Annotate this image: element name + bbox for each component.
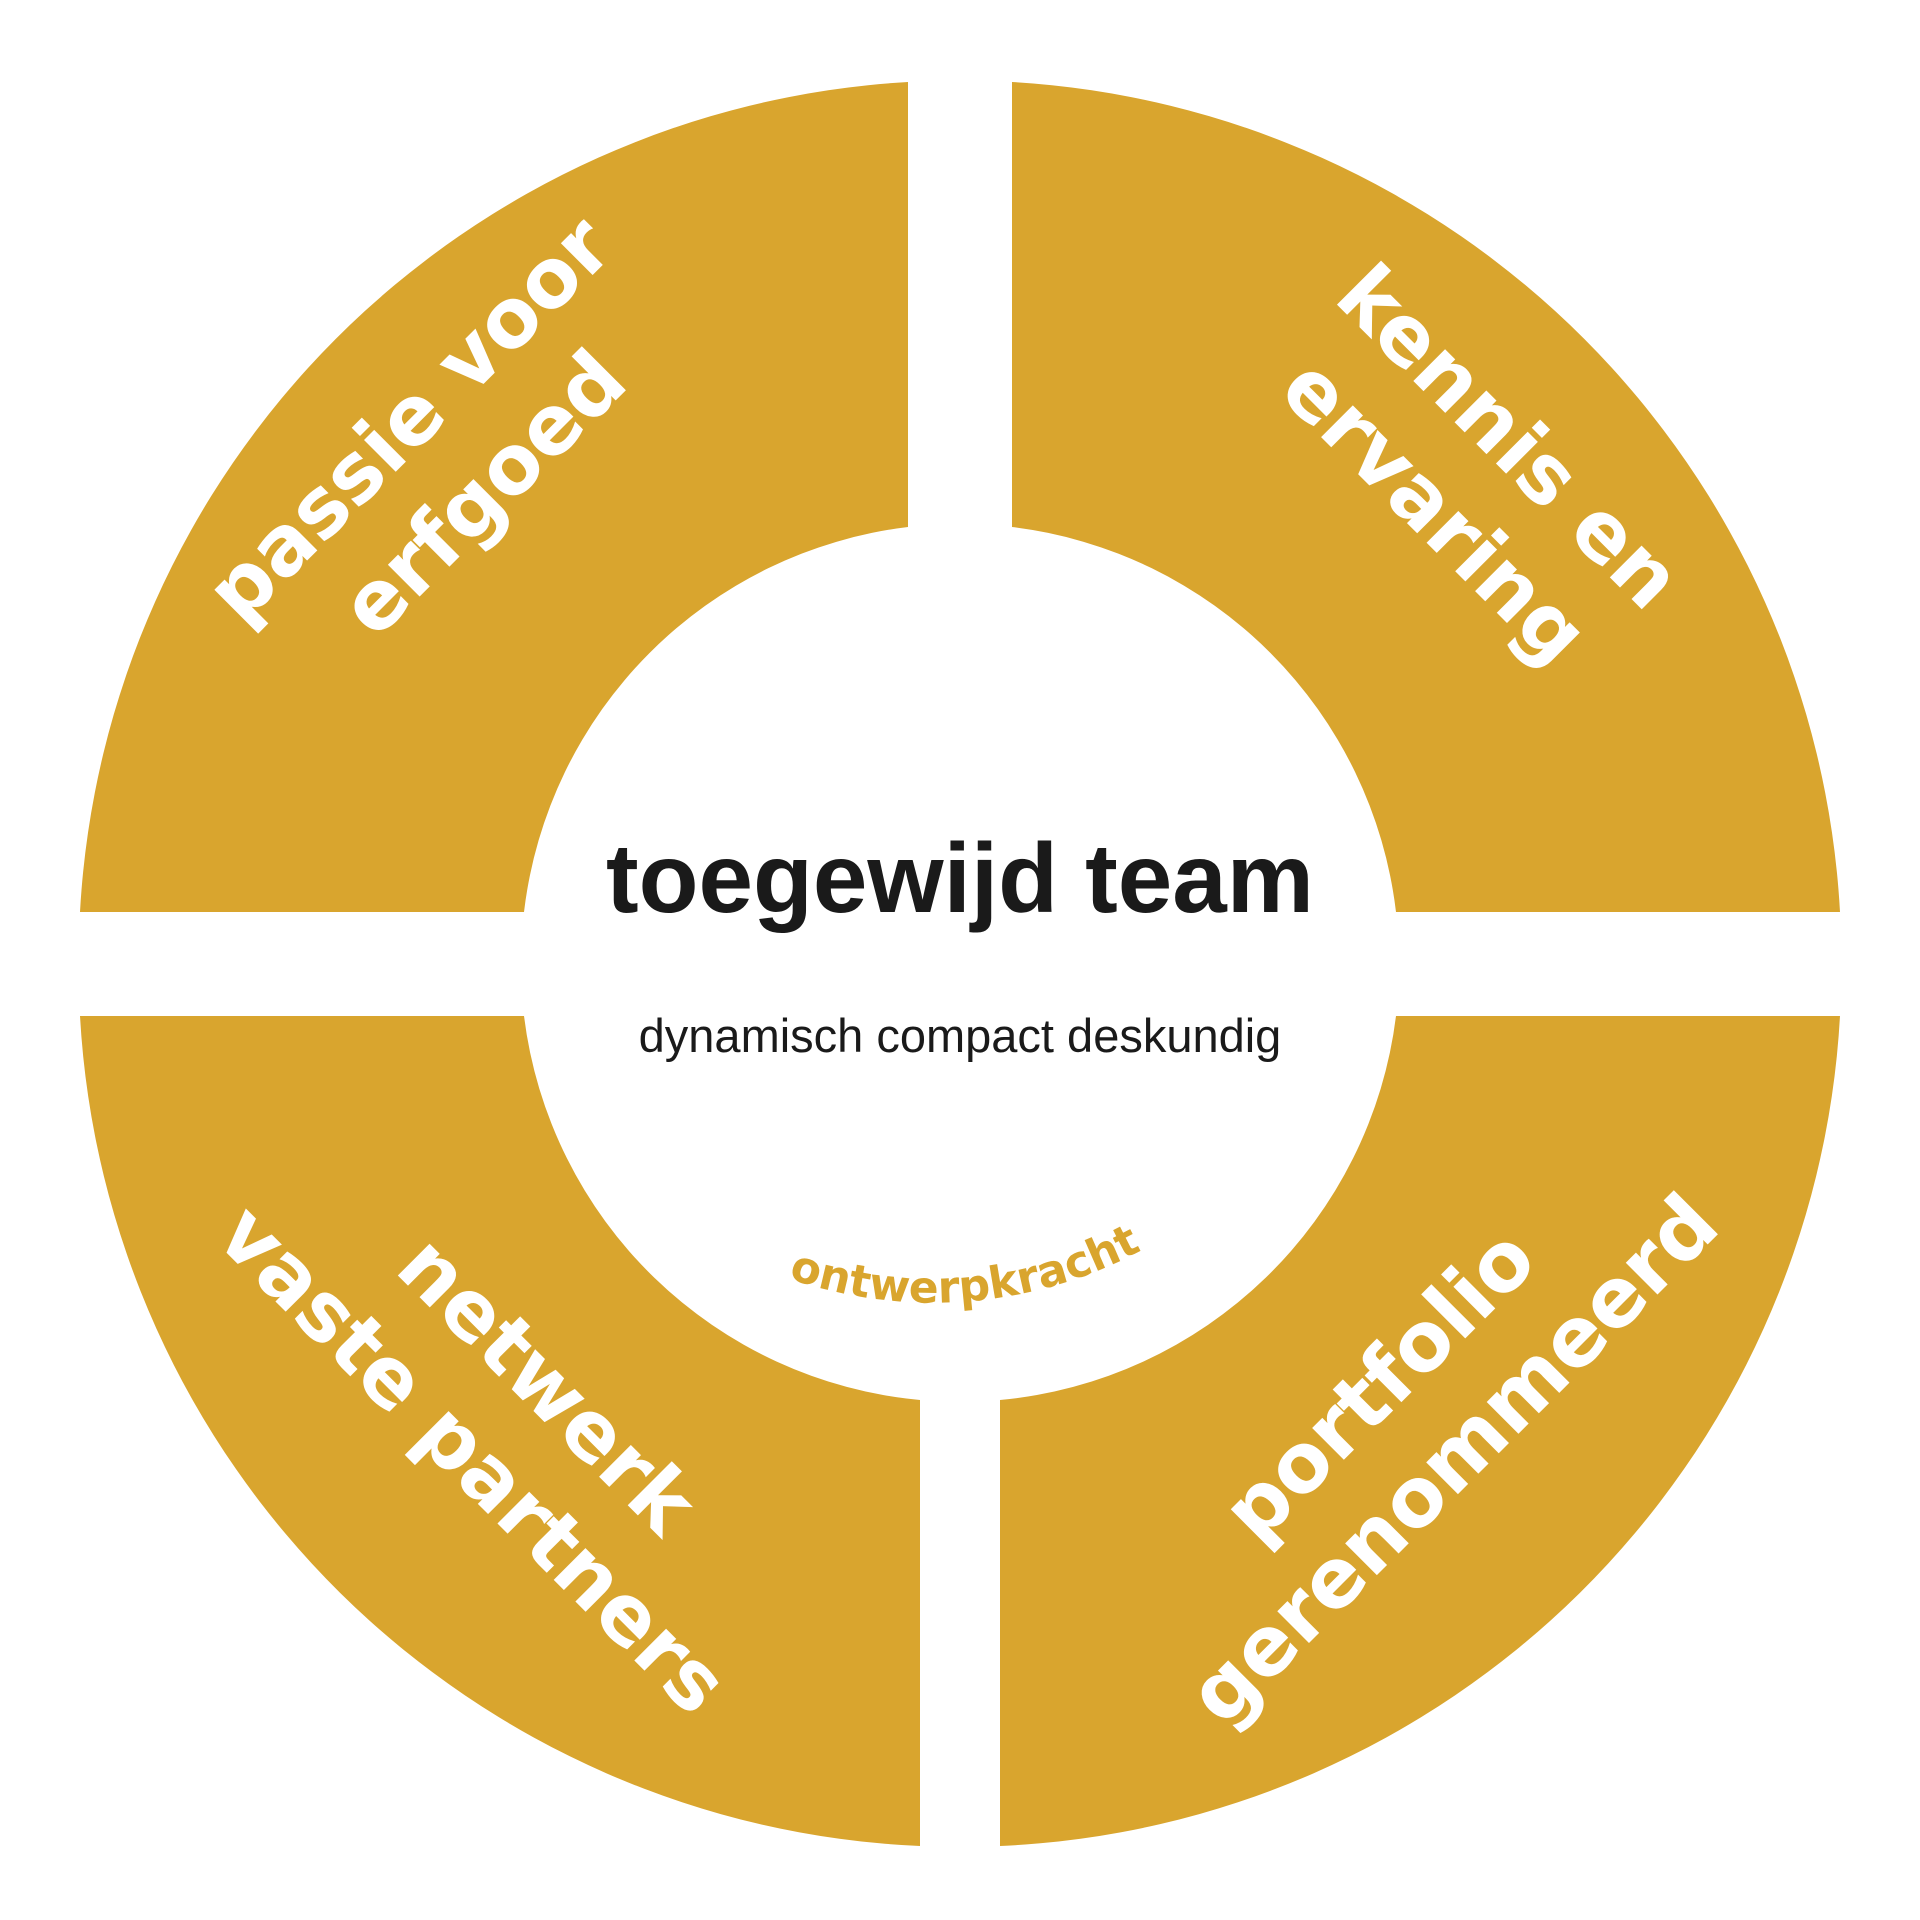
arc-label-path: ontwerpkracht [785,1214,1147,1313]
segment-bottom-right [1000,1016,1840,1846]
center-subtitle: dynamisch compact deskundig [639,1009,1282,1062]
segment-top-left [80,82,908,912]
segment-bottom-left [80,1016,920,1846]
arc-label: ontwerpkracht [785,1214,1147,1313]
segment-top-right [1012,82,1840,912]
center-title: toegewijd team [606,823,1314,933]
